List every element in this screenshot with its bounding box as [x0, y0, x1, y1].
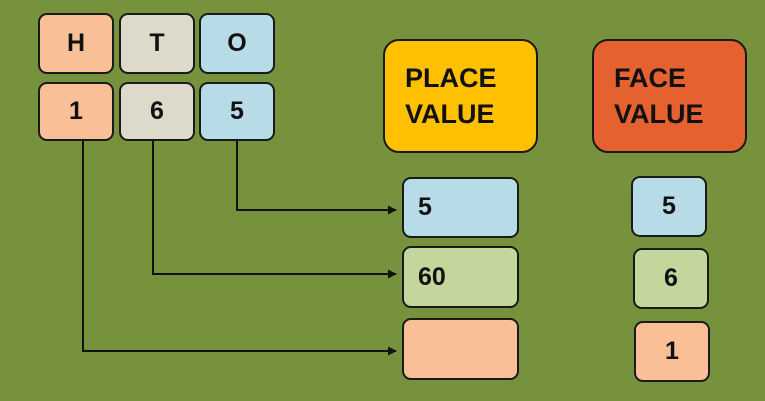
hundreds-arrow — [82, 140, 397, 356]
place-value-title-line1: PLACE — [405, 62, 497, 93]
face-value-tens: 6 — [633, 248, 709, 309]
face-value-hundreds: 1 — [634, 321, 710, 382]
place-value-title-line2: VALUE — [405, 99, 495, 129]
place-value-tens: 60 — [402, 246, 519, 308]
ones-arrow — [236, 140, 397, 215]
tens-digit: 6 — [119, 82, 195, 141]
tens-arrow — [152, 140, 397, 279]
face-value-title-line1: FACE — [614, 62, 687, 93]
place-value-ones: 5 — [402, 177, 519, 238]
hundreds-digit: 1 — [38, 82, 114, 141]
place-value-header: PLACE VALUE — [383, 39, 538, 153]
face-value-ones: 5 — [631, 176, 707, 237]
ones-header: O — [199, 13, 275, 74]
ones-digit: 5 — [199, 82, 275, 141]
face-value-title-line2: VALUE — [614, 99, 704, 129]
face-value-header: FACE VALUE — [592, 39, 747, 153]
hundreds-header: H — [38, 13, 114, 74]
place-value-hundreds — [402, 318, 519, 380]
tens-header: T — [119, 13, 195, 74]
